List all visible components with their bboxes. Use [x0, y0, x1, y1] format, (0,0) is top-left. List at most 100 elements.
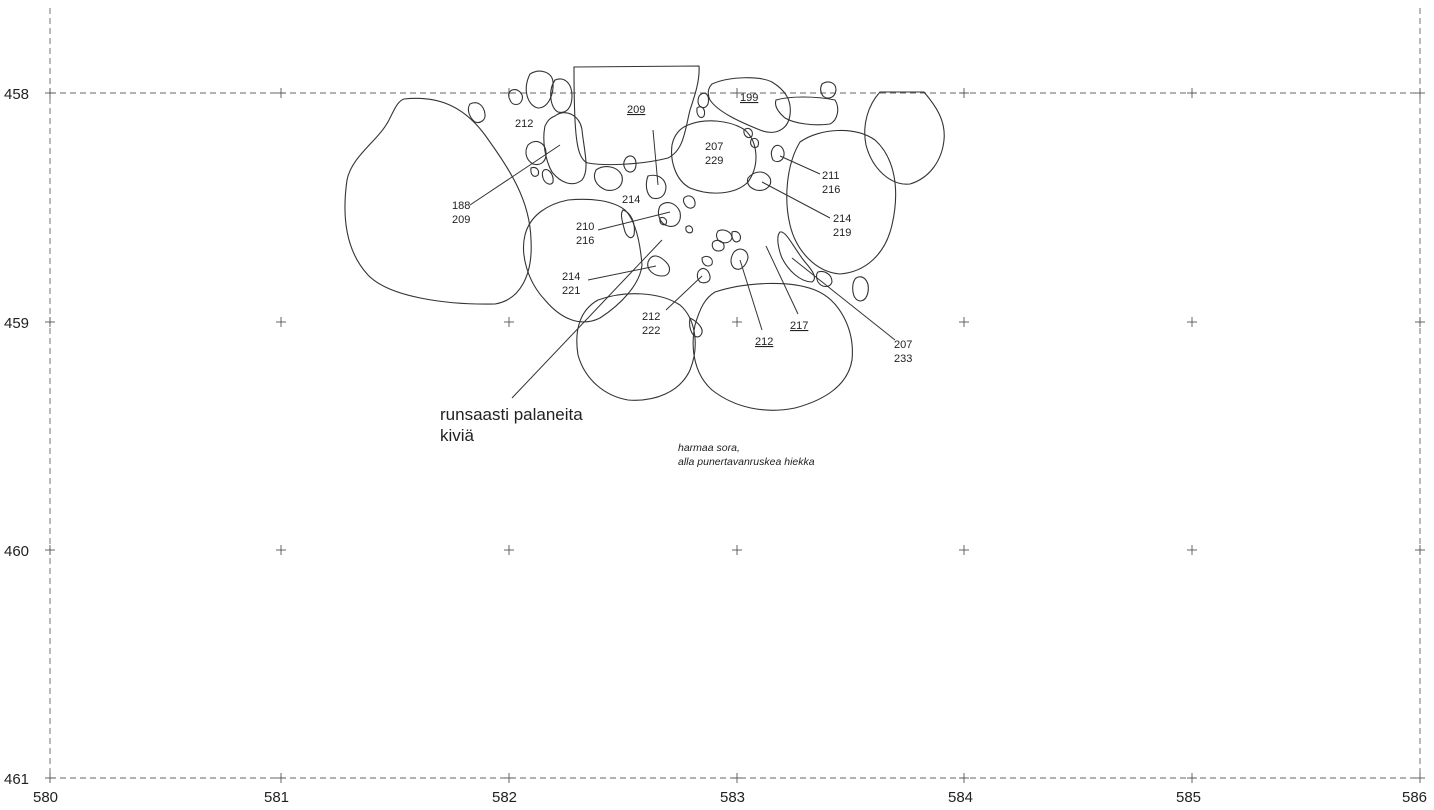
stone-small [711, 239, 725, 252]
x-tick-label: 581 [264, 789, 289, 806]
stone-212-222-small [696, 267, 711, 284]
stone-small [697, 92, 710, 109]
stone-small [530, 166, 540, 177]
stone-211-216 [770, 144, 785, 163]
stone-210-216-west [522, 198, 643, 323]
x-tick-label: 585 [1176, 789, 1201, 806]
stone-small [467, 102, 486, 124]
stone-small [774, 96, 839, 126]
stone-small [508, 89, 523, 106]
y-tick-label: 459 [4, 315, 29, 332]
stone-small [689, 317, 703, 338]
stone-small [743, 127, 753, 139]
stone-small [620, 209, 635, 239]
stone-small [696, 106, 706, 119]
stone-small [550, 78, 573, 113]
stone-label: 216 [576, 235, 594, 247]
stone-small [852, 276, 869, 302]
stones [344, 65, 945, 411]
stone-label: 214 [562, 271, 580, 283]
stone-small [593, 166, 623, 191]
leader-212 [739, 259, 763, 331]
stone-label: 222 [642, 325, 660, 337]
stone-209 [573, 65, 700, 166]
x-tick-label: 582 [492, 789, 517, 806]
stone-label: 216 [822, 184, 840, 196]
y-tick-label: 460 [4, 543, 29, 560]
x-tick-label: 583 [720, 789, 745, 806]
grid-frame [49, 8, 1421, 779]
x-axis: 580 581 582 583 584 585 586 [33, 789, 1427, 806]
stone-label: 214 [622, 194, 640, 206]
stone-small [623, 155, 637, 173]
stone-label: 212 [515, 118, 533, 130]
leader-214-221 [587, 265, 657, 281]
stone-212-217 [692, 282, 853, 411]
stone-small [750, 137, 759, 149]
stone-214-219 [786, 129, 897, 275]
stone-labels: 212 209 199 207 229 188 209 211 216 214 … [452, 92, 912, 365]
stone-212-222 [576, 293, 696, 401]
leader-207-233 [791, 257, 896, 341]
stone-small [685, 225, 694, 234]
stone-label: 211 [822, 170, 840, 182]
stone-small [715, 229, 733, 244]
stone-label: 214 [833, 213, 851, 225]
stone-label: 207 [894, 339, 912, 351]
stone-cluster-212 [543, 112, 587, 185]
stone-207-233-elongated [777, 231, 815, 283]
stone-label: 209 [627, 104, 645, 116]
y-axis: 458 459 460 461 [4, 86, 29, 788]
leader-188-209 [469, 144, 561, 206]
leader-210-216 [597, 211, 671, 231]
leader-burnt-stones [511, 239, 663, 399]
stone-label: 212 [642, 311, 660, 323]
leader-lines [469, 129, 896, 399]
stone-small [815, 270, 833, 288]
stone-214-219-small [746, 171, 772, 191]
stone-label: 229 [705, 155, 723, 167]
stone-small [525, 70, 554, 109]
stone-212-south-small [730, 248, 749, 270]
y-tick-label: 461 [4, 771, 29, 788]
stone-east [864, 91, 945, 185]
x-tick-label: 580 [33, 789, 58, 806]
stone-label: 219 [833, 227, 851, 239]
leader-217 [765, 245, 799, 315]
stone-small [820, 81, 837, 99]
stone-small [731, 230, 741, 243]
x-tick-label: 586 [1402, 789, 1427, 806]
soil-note-line2: alla punertavanruskea hiekka [678, 456, 815, 468]
grid-crosses [45, 88, 1425, 783]
soil-note-line1: harmaa sora, [678, 442, 740, 454]
stone-label: 217 [790, 320, 808, 332]
stone-small [525, 140, 547, 166]
stone-label: 209 [452, 214, 470, 226]
leader-211-216 [779, 155, 821, 175]
leader-212-222 [665, 275, 703, 311]
stone-207-229 [671, 120, 757, 194]
annotations: runsaasti palaneita kiviä harmaa sora, a… [440, 405, 815, 468]
stone-label: 233 [894, 353, 912, 365]
stone-small [541, 169, 554, 185]
leader-209 [652, 129, 659, 186]
y-tick-label: 458 [4, 86, 29, 103]
stone-small [645, 174, 667, 200]
stone-small [659, 216, 668, 226]
stone-label: 221 [562, 285, 580, 297]
burnt-stones-note-line1: runsaasti palaneita [440, 405, 583, 424]
stone-label: 188 [452, 200, 470, 212]
burnt-stones-note-line2: kiviä [440, 426, 475, 445]
stone-label: 210 [576, 221, 594, 233]
leader-214-219 [761, 181, 831, 219]
stone-small [701, 255, 713, 267]
stone-199 [707, 77, 791, 133]
x-tick-label: 584 [948, 789, 973, 806]
stone-label: 199 [740, 92, 758, 104]
stone-label: 212 [755, 336, 773, 348]
stone-large-west [344, 97, 532, 305]
stone-214-221 [647, 255, 671, 277]
stone-label: 207 [705, 141, 723, 153]
stone-small [682, 195, 696, 209]
